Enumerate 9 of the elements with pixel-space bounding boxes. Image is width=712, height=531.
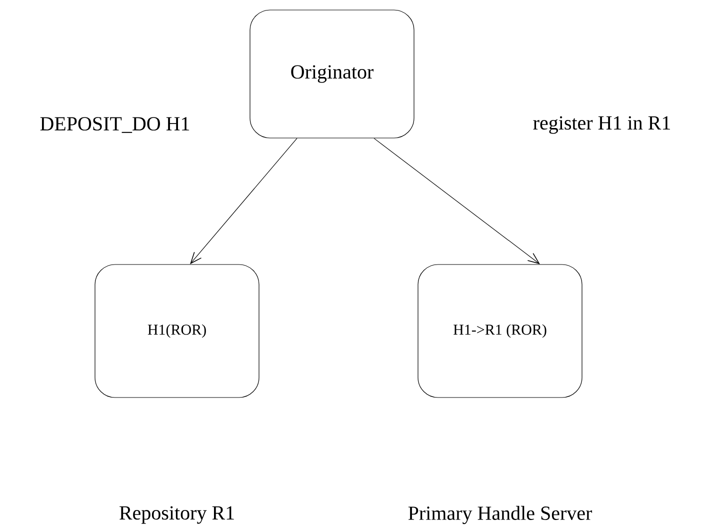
arrow <box>374 138 540 264</box>
caption: Primary Handle Server <box>408 506 592 524</box>
caption: Repository R1 <box>120 506 234 524</box>
edge-label: register H1 in R1 <box>532 115 672 135</box>
process-box: H1(ROR) <box>94 264 260 398</box>
process-box: Originator <box>250 10 414 138</box>
arrow <box>190 138 298 264</box>
process-box: H1->R1 (ROR) <box>418 264 582 398</box>
edge-label: DEPOSIT_DO H1 <box>38 116 192 134</box>
